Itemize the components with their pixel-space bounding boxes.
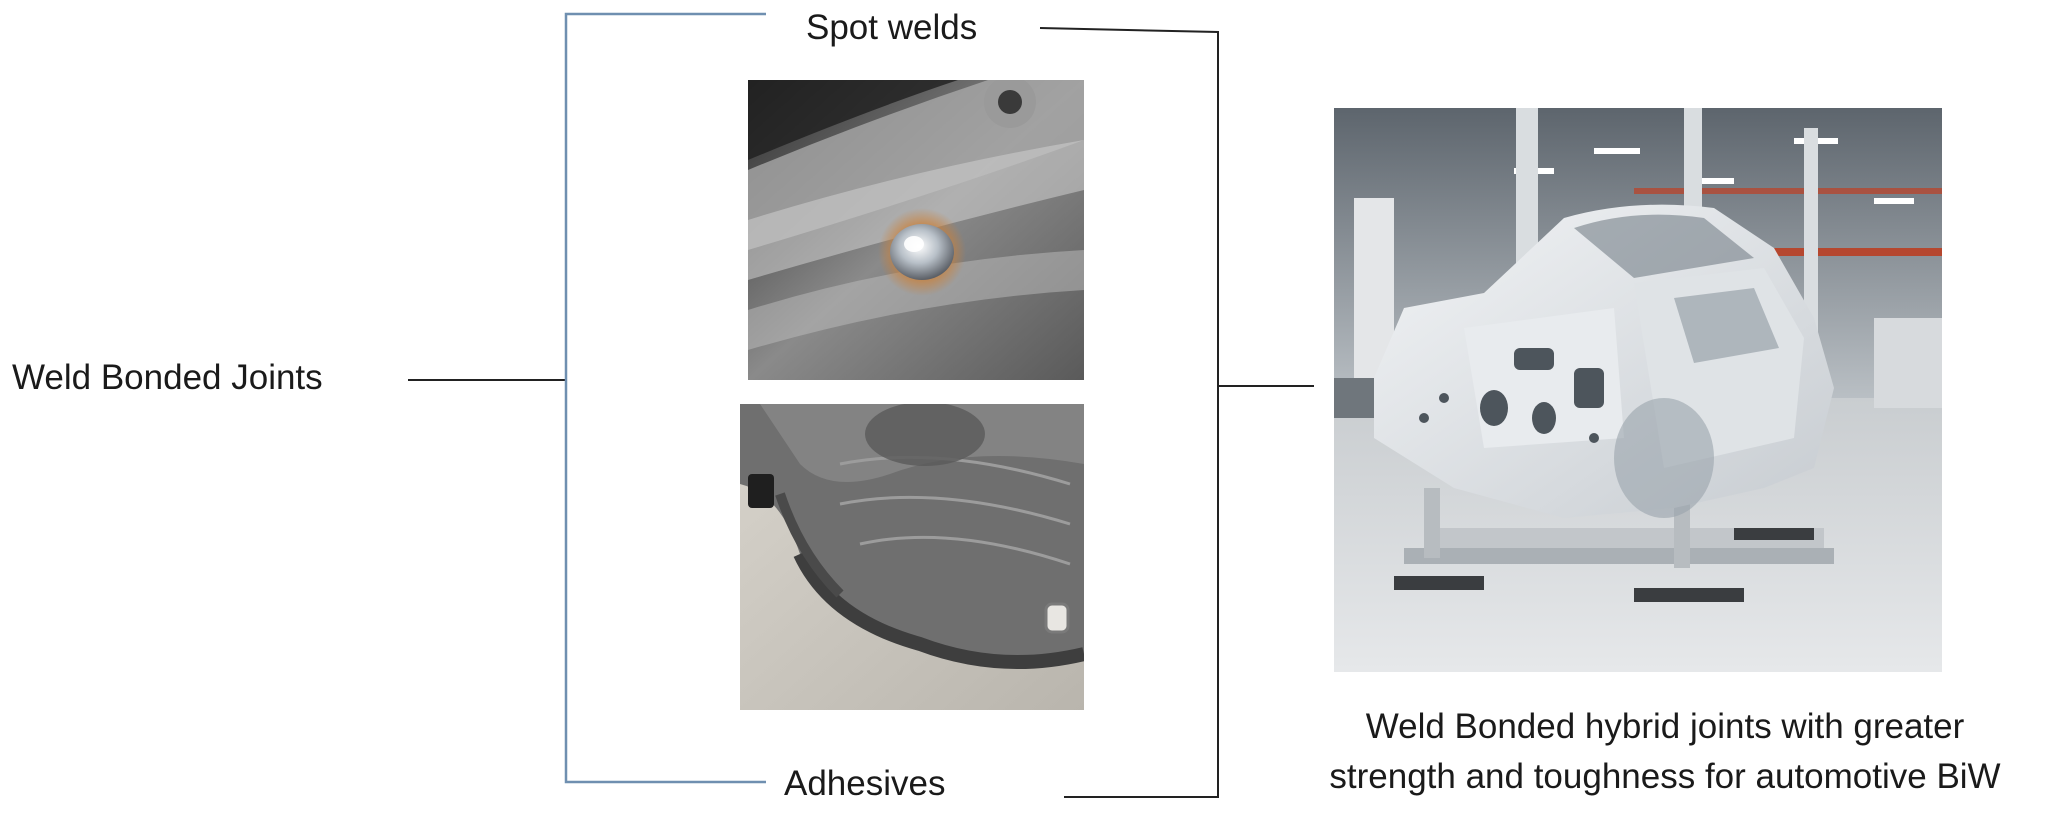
biw-photo <box>1334 108 1942 672</box>
right-bracket <box>1039 27 1219 798</box>
adhesive-photo <box>740 404 1084 710</box>
spot-welds-label: Spot welds <box>806 8 978 47</box>
result-caption: Weld Bonded hybrid joints with greater s… <box>1258 702 2072 802</box>
result-caption-line2: strength and toughness for automotive Bi… <box>1329 757 2001 796</box>
root-label: Weld Bonded Joints <box>12 358 323 397</box>
result-caption-line1: Weld Bonded hybrid joints with greater <box>1365 707 1965 746</box>
spot-weld-photo <box>748 80 1084 380</box>
left-bracket <box>564 12 766 784</box>
adhesives-label: Adhesives <box>784 764 946 803</box>
